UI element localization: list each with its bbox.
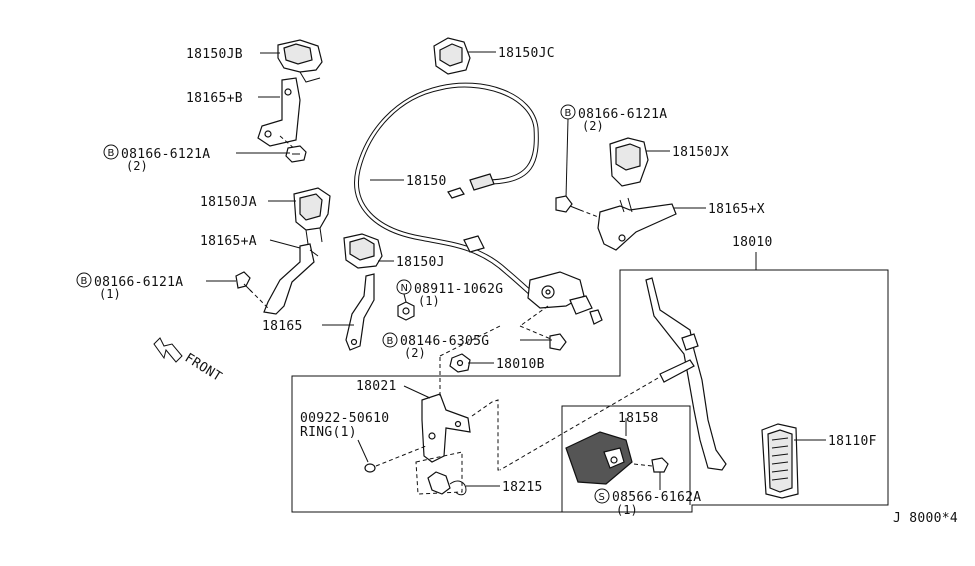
label-08146: 08146-6305G bbox=[400, 334, 489, 349]
label-18165a: 18165+A bbox=[200, 234, 257, 249]
clip-18150jx bbox=[609, 137, 649, 187]
label-08911: 08911-1062G bbox=[414, 282, 503, 297]
bracket-18165a bbox=[263, 243, 319, 315]
badge-b1 bbox=[103, 144, 119, 160]
badge-s1 bbox=[594, 488, 610, 504]
bolt-b3 bbox=[235, 271, 253, 293]
spring-18215 bbox=[427, 471, 467, 496]
label-08166-b2: 08166-6121A bbox=[578, 107, 667, 122]
bracket-18165 bbox=[345, 273, 375, 351]
label-08166-b3: 08166-6121A bbox=[94, 275, 183, 290]
qty-s1: (1) bbox=[616, 503, 638, 517]
lever-assembly bbox=[527, 271, 603, 325]
badge-b2-letter: B bbox=[565, 108, 572, 119]
label-18165x: 18165+X bbox=[708, 202, 765, 217]
pivot-pin bbox=[659, 359, 695, 383]
badge-b4-letter: B bbox=[387, 336, 394, 347]
badge-b4 bbox=[382, 332, 398, 348]
clip-18150jb bbox=[277, 39, 323, 83]
accelerator-pedal-arm bbox=[645, 277, 727, 471]
qty-b1: (2) bbox=[126, 159, 148, 173]
ring-00922 bbox=[364, 463, 376, 473]
label-18150: 18150 bbox=[406, 174, 447, 189]
badge-b1-letter: B bbox=[108, 148, 115, 159]
label-18150jc: 18150JC bbox=[498, 46, 555, 61]
bracket-18021 bbox=[421, 393, 471, 463]
pedal-subbox-outline bbox=[561, 405, 691, 512]
label-18165b: 18165+B bbox=[186, 91, 243, 106]
qty-b3: (1) bbox=[99, 287, 121, 301]
label-08566: 08566-6162A bbox=[612, 490, 701, 505]
label-18150jx: 18150JX bbox=[672, 145, 729, 160]
label-18021: 18021 bbox=[356, 379, 397, 394]
badge-s1-letter: S bbox=[599, 492, 605, 503]
bolt-b1 bbox=[285, 145, 307, 163]
qty-b4: (2) bbox=[404, 346, 426, 360]
assembly-box-outline bbox=[291, 269, 889, 513]
sensor-18158 bbox=[565, 431, 633, 485]
bolt-b2 bbox=[555, 195, 581, 213]
front-arrow-icon bbox=[153, 337, 183, 363]
label-18150ja: 18150JA bbox=[200, 195, 257, 210]
clip-18150j bbox=[343, 233, 383, 269]
badge-b3-letter: B bbox=[81, 276, 88, 287]
nut-n1 bbox=[397, 301, 415, 321]
clip-18150ja bbox=[293, 187, 331, 245]
label-18010b: 18010B bbox=[496, 357, 545, 372]
badge-b3 bbox=[76, 272, 92, 288]
front-label: FRONT bbox=[182, 351, 224, 385]
bracket-18165b bbox=[257, 77, 301, 147]
label-18165: 18165 bbox=[262, 319, 303, 334]
cable-18150 bbox=[354, 82, 541, 303]
label-ring: RING(1) bbox=[300, 425, 357, 440]
screw-s1 bbox=[651, 457, 669, 473]
bolt-b4 bbox=[549, 333, 567, 351]
label-18150jb: 18150JB bbox=[186, 47, 243, 62]
diagram-code: J 8000*4 bbox=[893, 511, 958, 526]
label-18010: 18010 bbox=[732, 235, 773, 250]
label-18215: 18215 bbox=[502, 480, 543, 495]
pedal-pad-18110f bbox=[761, 423, 799, 499]
label-18158: 18158 bbox=[618, 411, 659, 426]
label-00922: 00922-50610 bbox=[300, 411, 389, 426]
label-18150j: 18150J bbox=[396, 255, 445, 270]
label-18110f: 18110F bbox=[828, 434, 877, 449]
nut-18010b bbox=[449, 353, 471, 373]
badge-n1-letter: N bbox=[401, 283, 408, 294]
qty-n1: (1) bbox=[418, 294, 440, 308]
qty-b2: (2) bbox=[582, 119, 604, 133]
label-08166-b1: 08166-6121A bbox=[121, 147, 210, 162]
bracket-18165x bbox=[597, 197, 677, 251]
clip-18150jc bbox=[433, 37, 471, 75]
